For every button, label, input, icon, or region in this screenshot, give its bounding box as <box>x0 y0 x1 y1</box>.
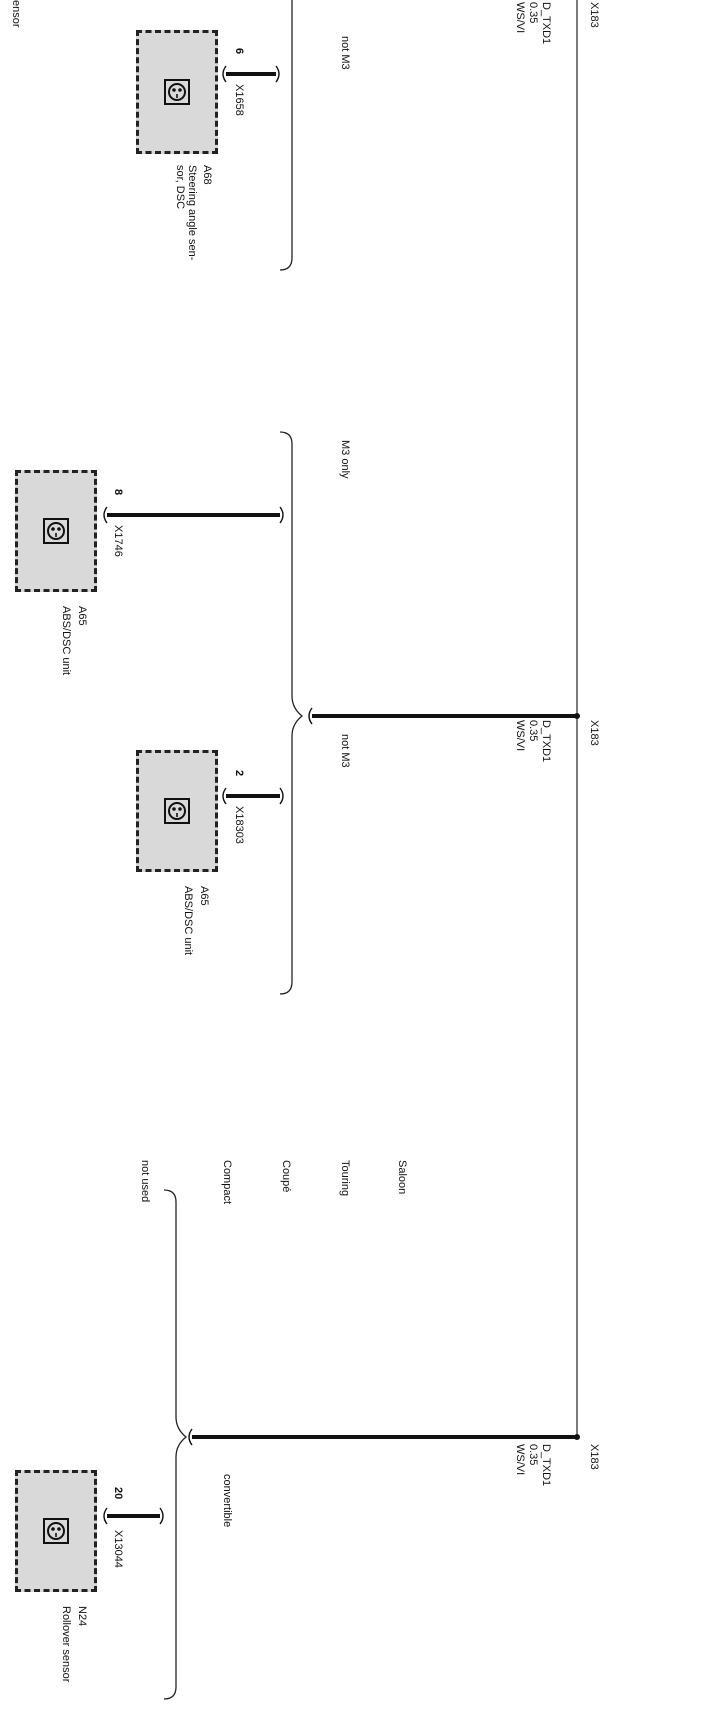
connector-label: X1746 <box>112 525 124 557</box>
bus-signal-label: D_TXD1 <box>540 1444 552 1487</box>
brace-icon <box>163 1189 188 1700</box>
brace-icon <box>279 0 293 271</box>
component-id: N24 <box>76 1606 88 1627</box>
pin-number: 6 <box>233 48 245 55</box>
connector-hook-icon <box>188 1428 193 1446</box>
partial-label: ensor <box>10 0 22 28</box>
bus-size-label: 0.35 <box>527 1444 539 1466</box>
pin-number: 20 <box>112 1487 124 1500</box>
connector-hook-icon <box>308 707 313 725</box>
module-plug-icon <box>164 79 190 105</box>
component-name: Steering angle sen- sor, DSC <box>173 165 198 261</box>
variant-label: convertible <box>221 1474 233 1528</box>
connector-hook-icon <box>222 787 227 805</box>
variant-label: Coupé <box>280 1160 292 1193</box>
bus-size-label: 0.35 <box>527 720 539 742</box>
variant-label: not M3 <box>339 36 351 70</box>
connector-hook-icon <box>279 787 284 805</box>
module-plug-icon <box>164 798 190 824</box>
component-name: Rollover sensor <box>60 1606 72 1683</box>
variant-label: not used <box>139 1160 151 1203</box>
connector-hook-icon <box>103 506 108 524</box>
bus-signal-label: D_TXD1 <box>540 720 552 763</box>
bus-connector-label: X183 <box>588 720 600 746</box>
rollover-sensor-module <box>15 1470 97 1592</box>
variant-label: M3 only <box>339 440 351 479</box>
module-plug-icon <box>43 1518 69 1544</box>
bus-connector-label: X183 <box>588 2 600 28</box>
component-name: ABS/DSC unit <box>182 886 194 956</box>
bus-connector-label: X183 <box>588 1444 600 1470</box>
component-id: A65 <box>76 606 88 626</box>
connector-hook-icon <box>279 506 284 524</box>
connector-label: X1658 <box>233 84 245 116</box>
bus-color-label: WS/VI <box>514 720 526 752</box>
pin-number: 8 <box>112 489 124 496</box>
connector-label: X13044 <box>112 1530 124 1568</box>
brace-icon <box>279 431 304 995</box>
module-plug-icon <box>43 518 69 544</box>
variant-label: not M3 <box>339 734 351 768</box>
connector-hook-icon <box>222 65 227 83</box>
bus-color-label: WS/VI <box>514 1444 526 1476</box>
connector-label: X18303 <box>233 806 245 844</box>
component-id: A65 <box>198 886 210 906</box>
bus-signal-label: D_TXD1 <box>540 2 552 45</box>
connector-hook-icon <box>275 65 280 83</box>
variant-label: Compact <box>221 1160 233 1205</box>
abs-dsc-unit-module-1 <box>15 470 97 592</box>
connector-hook-icon <box>103 1507 108 1525</box>
component-id: A68 <box>201 165 213 185</box>
steering-angle-sensor-module <box>136 30 218 154</box>
component-name: ABS/DSC unit <box>60 606 72 676</box>
variant-label: Touring <box>339 1160 351 1197</box>
variant-label: Saloon <box>396 1160 408 1195</box>
connector-hook-icon <box>159 1507 164 1525</box>
pin-number: 2 <box>233 770 245 777</box>
bus-size-label: 0.35 <box>527 2 539 24</box>
bus-color-label: WS/VI <box>514 2 526 34</box>
abs-dsc-unit-module-2 <box>136 750 218 872</box>
